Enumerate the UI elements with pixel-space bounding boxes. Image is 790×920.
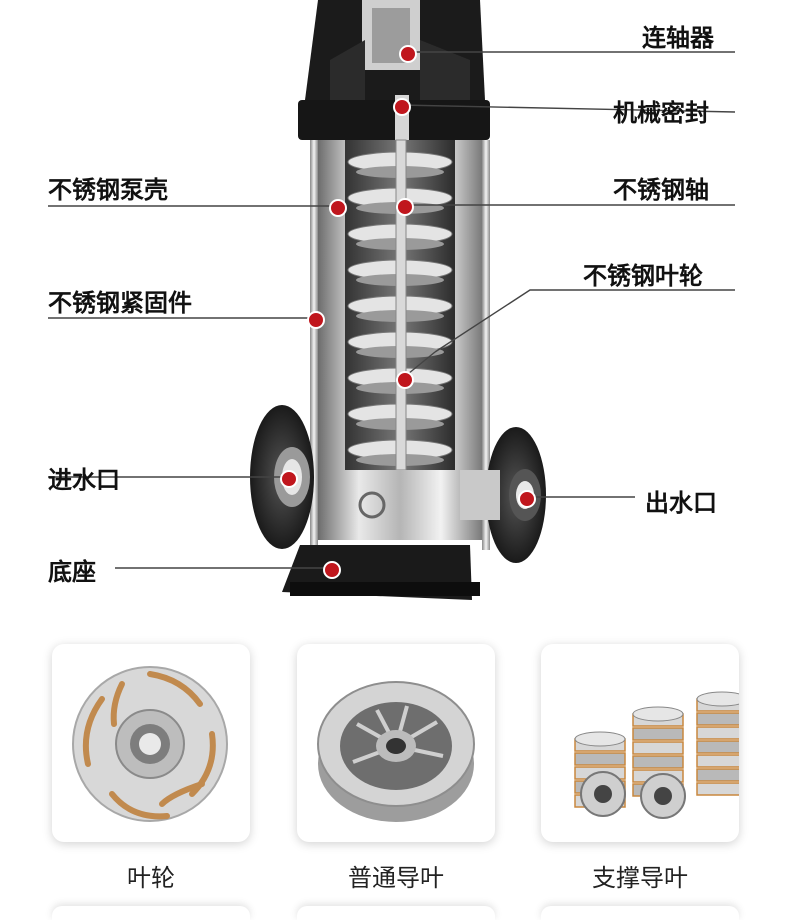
guide-vane-ring — [632, 755, 684, 769]
support-guide-vane-photo-icon — [574, 691, 739, 819]
guide-vane-hub — [594, 785, 612, 803]
pump-diagram: 连轴器 机械密封 不锈钢泵壳 不锈钢轴 不锈钢叶轮 不锈钢紧固件 进水口 出水口… — [48, 0, 736, 600]
guide-vane-top — [574, 731, 626, 747]
guide-vane-photo-icon — [317, 681, 475, 822]
fastener-marker — [307, 311, 325, 329]
casing-marker — [329, 199, 347, 217]
guide-vane-ring — [574, 752, 626, 766]
impeller-photo-icon — [72, 666, 228, 822]
guide-vane-card-label: 普通导叶 — [348, 864, 444, 892]
parts-gallery: 叶轮 普通导叶 支撑导叶 — [0, 640, 790, 920]
fasteners-label: 不锈钢紧固件 — [48, 289, 192, 317]
guide-vane-card[interactable] — [297, 644, 495, 842]
outlet-label: 出水口 — [645, 489, 717, 517]
guide-vane-top — [632, 706, 684, 722]
pump-illustration — [48, 0, 736, 600]
guide-vane-ring — [696, 712, 739, 726]
coupling-marker — [399, 45, 417, 63]
guide-vane-ring — [696, 754, 739, 768]
guide-vane-ring — [696, 782, 739, 796]
impeller-label: 不锈钢叶轮 — [583, 262, 703, 290]
inlet-label: 进水口 — [48, 466, 120, 494]
pump-casing-label: 不锈钢泵壳 — [48, 176, 168, 204]
support-guide-vane-card[interactable] — [541, 644, 739, 842]
guide-vane-top — [696, 691, 739, 707]
coupling-label: 连轴器 — [642, 24, 714, 52]
next-card-stub — [52, 906, 250, 920]
shaft-marker — [396, 198, 414, 216]
base-marker — [323, 561, 341, 579]
inlet-marker — [280, 470, 298, 488]
next-card-stub — [541, 906, 739, 920]
guide-vane-ring — [632, 741, 684, 755]
impeller-card-label: 叶轮 — [127, 864, 175, 892]
impeller-card[interactable] — [52, 644, 250, 842]
base-label: 底座 — [48, 558, 96, 586]
support-guide-vane-card-label: 支撑导叶 — [592, 864, 688, 892]
mech-seal-marker — [393, 98, 411, 116]
guide-vane-hub — [654, 787, 672, 805]
next-card-stub — [297, 906, 495, 920]
impeller-marker — [396, 371, 414, 389]
guide-vane-ring — [696, 740, 739, 754]
mech-seal-label: 机械密封 — [613, 99, 709, 127]
guide-vane-ring — [632, 727, 684, 741]
guide-vane-ring — [696, 768, 739, 782]
guide-vane-ring — [696, 726, 739, 740]
outlet-marker — [518, 490, 536, 508]
shaft-label: 不锈钢轴 — [613, 176, 709, 204]
